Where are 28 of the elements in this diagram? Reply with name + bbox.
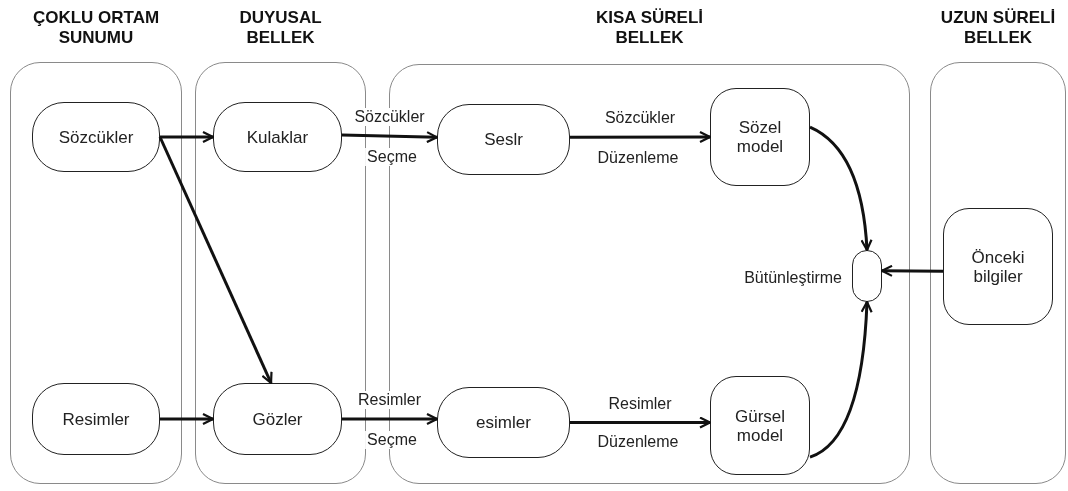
column-heading: DUYUSAL BELLEK [238, 8, 323, 48]
operation-label: Seçme [365, 148, 419, 166]
column-heading: UZUN SÜRELİ BELLEK [939, 8, 1057, 48]
process-box: Resimler [32, 383, 160, 455]
process-box: Sözel model [710, 88, 810, 186]
integration-capsule [852, 250, 882, 302]
column-heading: ÇOKLU ORTAM SUNUMU [31, 8, 161, 48]
arrow [342, 412, 439, 426]
arrow [809, 125, 873, 252]
edge-label: Sözcükler [352, 108, 427, 127]
column-heading: KISA SÜRELİ BELLEK [594, 8, 704, 48]
arrow [160, 412, 215, 426]
arrow [570, 130, 712, 144]
arrow [158, 136, 273, 385]
process-box: esimler [437, 387, 570, 458]
arrow [880, 264, 943, 277]
process-box: Kulaklar [213, 102, 342, 172]
process-box: Önceki bilgiler [943, 208, 1053, 325]
arrow [341, 131, 439, 144]
process-label: Bütünleştirme [744, 268, 842, 288]
arrow [809, 300, 873, 459]
arrow [570, 416, 712, 429]
process-box: Seslr [437, 104, 570, 175]
process-box: Gürsel model [710, 376, 810, 475]
operation-label: Seçme [365, 431, 419, 449]
arrow [160, 130, 215, 144]
process-box: Gözler [213, 383, 342, 455]
process-box: Sözcükler [32, 102, 160, 172]
